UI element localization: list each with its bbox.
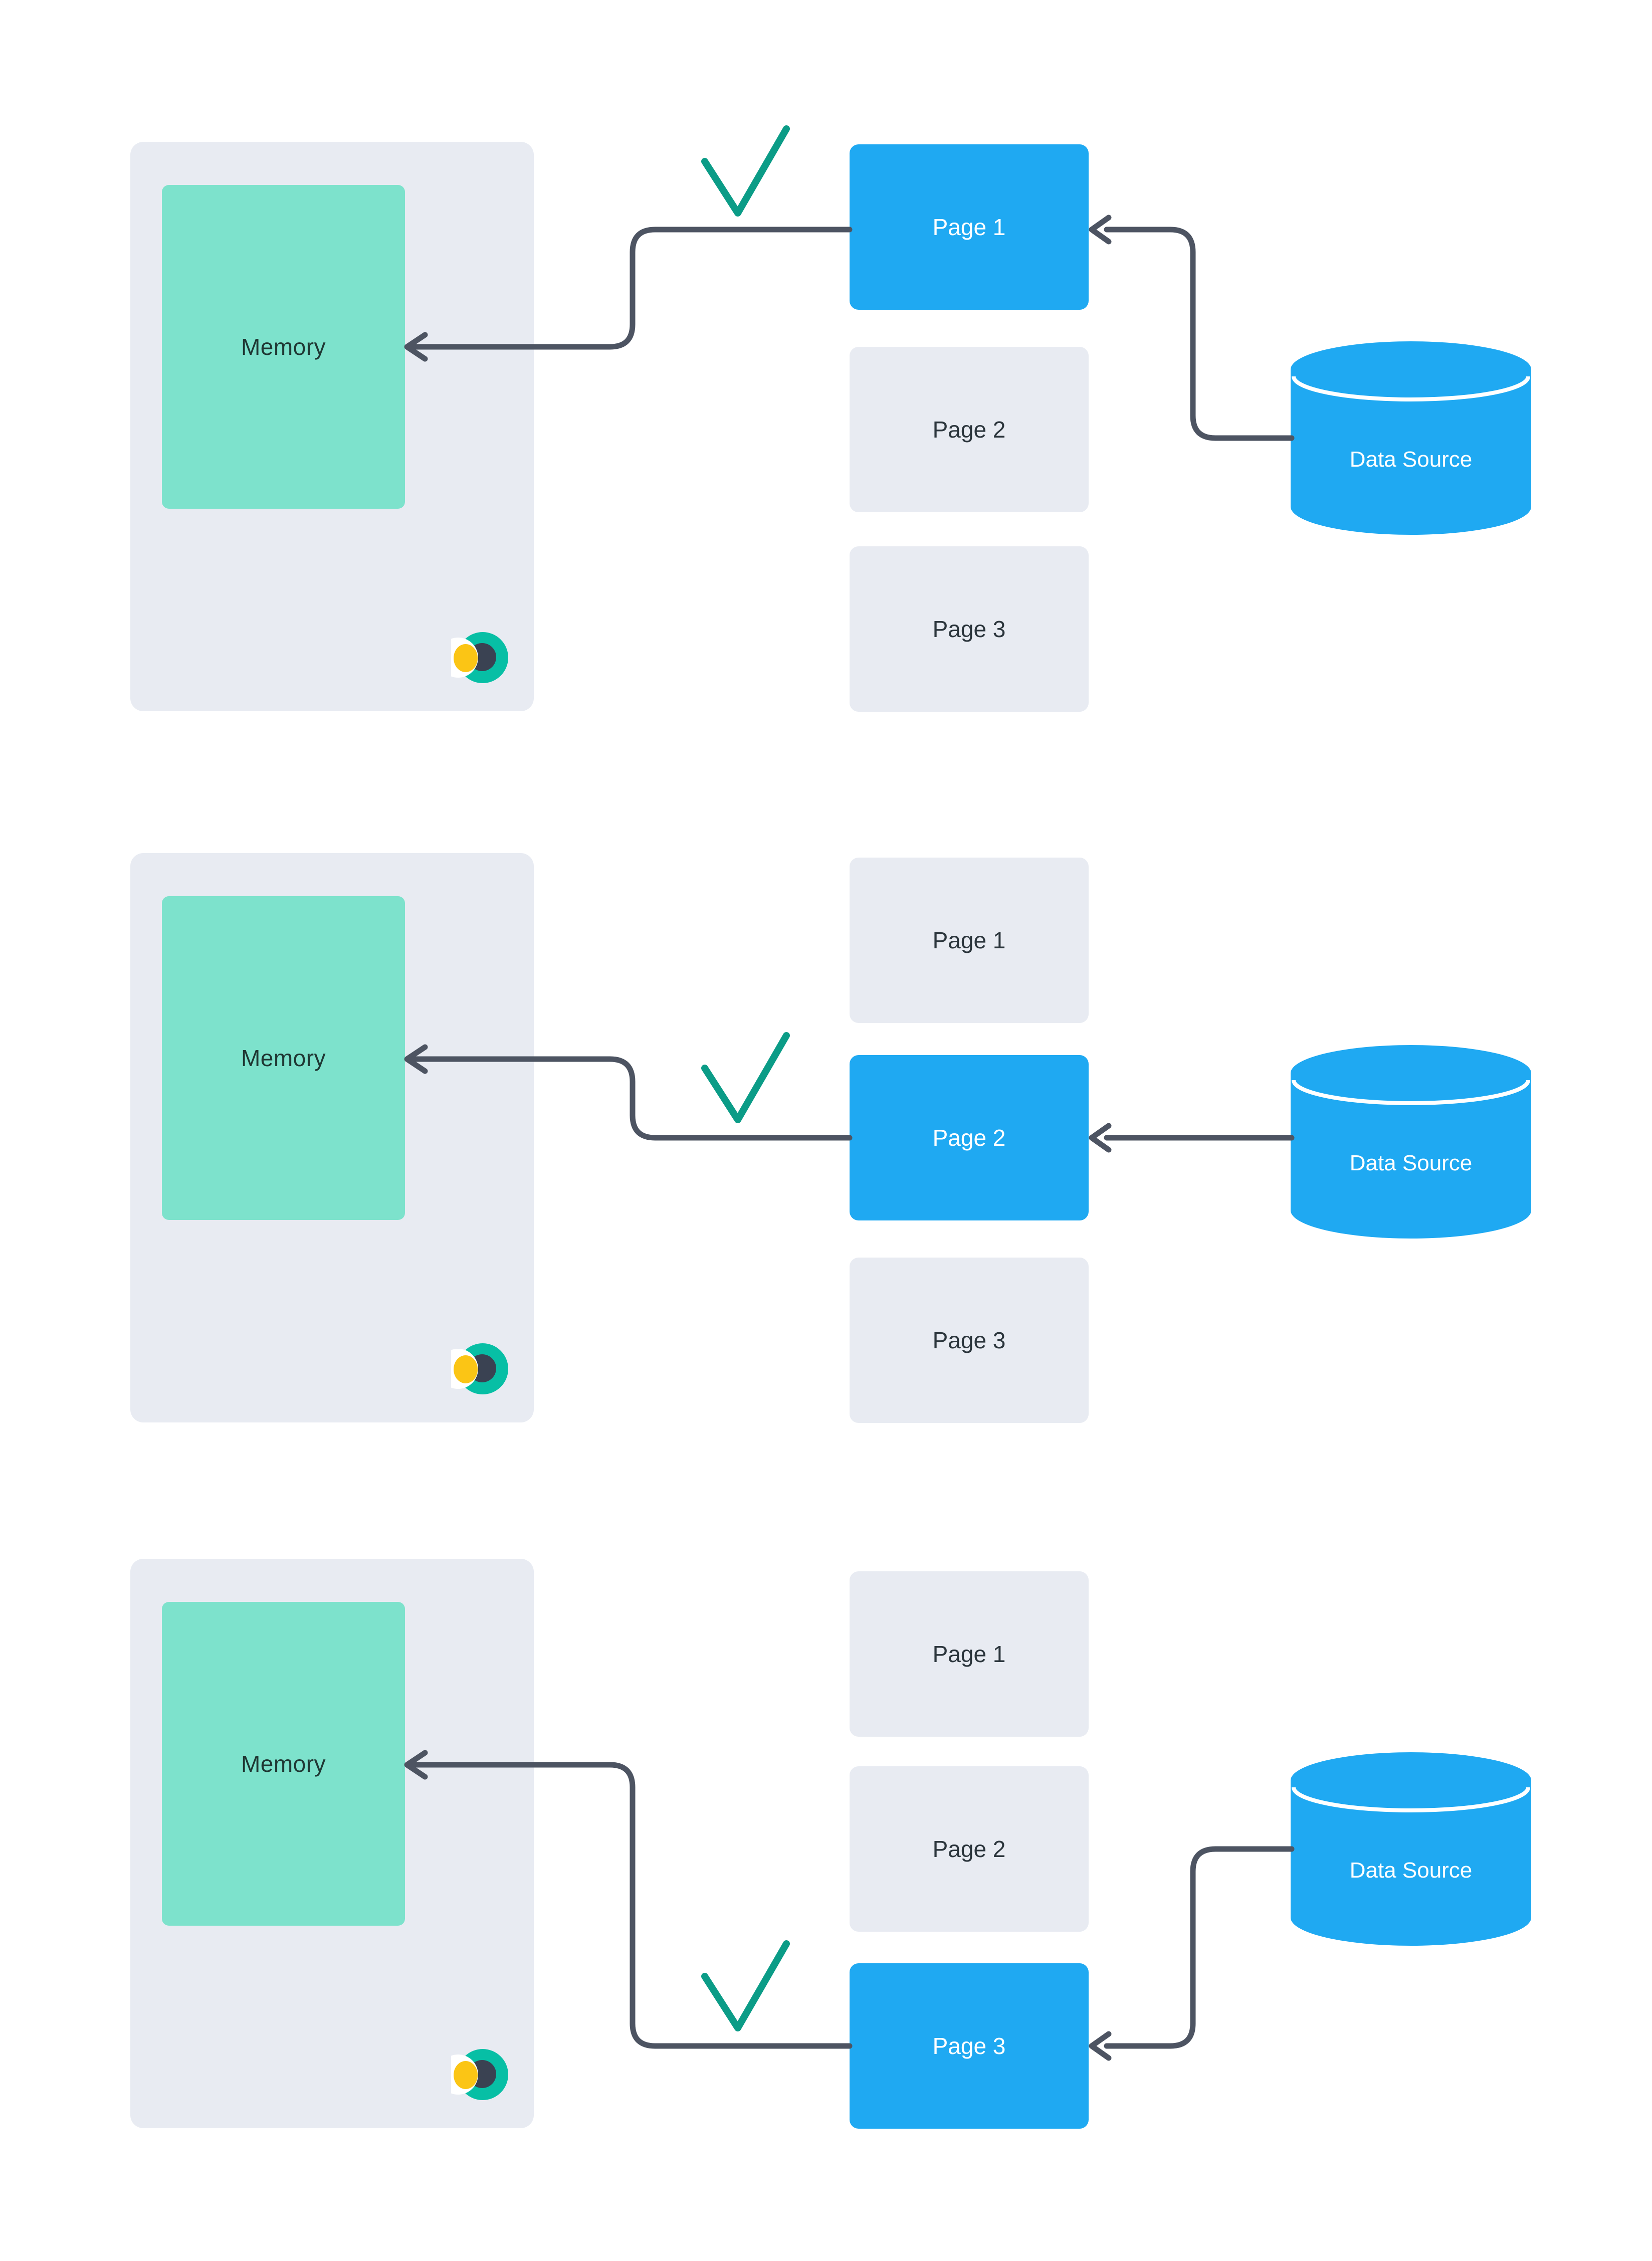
left-arrowhead-icon: [1089, 2031, 1112, 2061]
page-label: Page 2: [932, 417, 1006, 443]
eclipse-logo-icon: [451, 2049, 508, 2100]
checkmark-icon: [701, 1032, 790, 1123]
eclipse-logo-icon: [451, 1343, 508, 1394]
page-node-row3-page1: Page 1: [850, 1571, 1089, 1737]
page-node-row1-page1: Page 1: [850, 144, 1089, 310]
arrow-datasource-to-page1-row1: [1104, 227, 1295, 441]
database-cylinder-icon: [1291, 341, 1531, 535]
database-cylinder-icon: [1291, 1045, 1531, 1239]
data-source-label: Data Source: [1349, 1151, 1473, 1175]
memory-node-row1: Memory: [162, 185, 405, 509]
memory-node-row3: Memory: [162, 1602, 405, 1926]
memory-label: Memory: [241, 1045, 326, 1071]
memory-panel-row2: Memory: [130, 853, 534, 1422]
data-source-node-row1: Data Source: [1291, 341, 1531, 535]
memory-panel-row3: Memory: [130, 1559, 534, 2128]
page-node-row2-page2: Page 2: [850, 1055, 1089, 1220]
page-label: Page 2: [932, 1125, 1006, 1151]
arrow-datasource-to-page3-row3: [1104, 1846, 1295, 2049]
checkmark-icon: [701, 1940, 790, 2031]
left-arrowhead-icon: [1089, 1123, 1112, 1153]
page-node-row1-page3: Page 3: [850, 546, 1089, 712]
page-node-row2-page3: Page 3: [850, 1258, 1089, 1423]
page-label: Page 3: [932, 616, 1006, 642]
memory-panel-row1: Memory: [130, 142, 534, 711]
data-source-label: Data Source: [1349, 1858, 1473, 1883]
data-source-node-row2: Data Source: [1291, 1045, 1531, 1239]
page-node-row3-page2: Page 2: [850, 1766, 1089, 1932]
page-node-row1-page2: Page 2: [850, 347, 1089, 512]
checkmark-icon: [701, 125, 790, 217]
memory-label: Memory: [241, 1751, 326, 1777]
page-label: Page 2: [932, 1836, 1006, 1862]
data-source-node-row3: Data Source: [1291, 1752, 1531, 1946]
data-source-label: Data Source: [1349, 447, 1473, 472]
page-node-row2-page1: Page 1: [850, 858, 1089, 1023]
memory-label: Memory: [241, 334, 326, 360]
page-label: Page 3: [932, 2033, 1006, 2059]
database-cylinder-icon: [1291, 1752, 1531, 1946]
page-node-row3-page3: Page 3: [850, 1963, 1089, 2129]
page-label: Page 3: [932, 1327, 1006, 1353]
page-label: Page 1: [932, 214, 1006, 240]
page-label: Page 1: [932, 1641, 1006, 1667]
memory-node-row2: Memory: [162, 896, 405, 1220]
left-arrowhead-icon: [1089, 215, 1112, 245]
eclipse-logo-icon: [451, 632, 508, 683]
page-label: Page 1: [932, 927, 1006, 953]
